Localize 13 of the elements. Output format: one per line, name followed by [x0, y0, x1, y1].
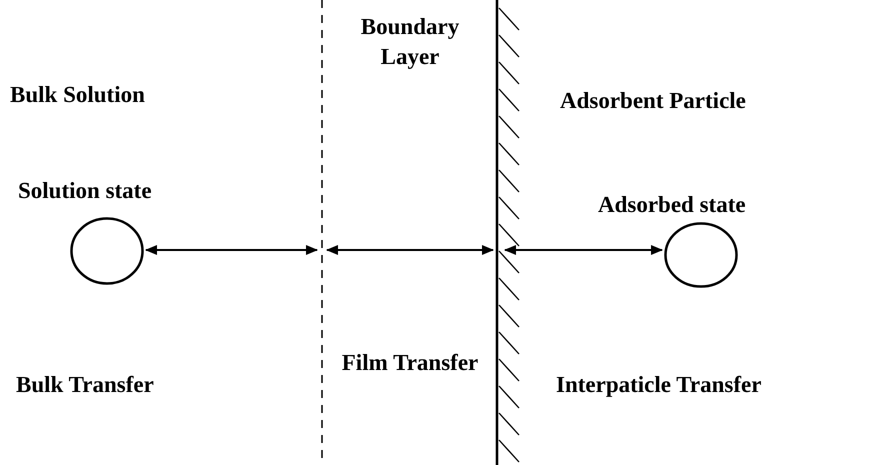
- region-label: Film Transfer: [340, 349, 480, 377]
- region-label: Boundary Layer: [360, 13, 460, 71]
- double-arrow: [145, 245, 318, 255]
- state-label: Solution state: [18, 177, 152, 205]
- double-arrow: [326, 245, 494, 255]
- region-label: Bulk Solution: [10, 81, 146, 109]
- double-arrow: [504, 245, 663, 255]
- region-label: Bulk Transfer: [16, 371, 155, 399]
- region-label: Interpaticle Transfer: [556, 371, 762, 399]
- circle-symbol: [664, 222, 738, 288]
- circle-symbol: [70, 217, 144, 285]
- region-label: Adsorbent Particle: [560, 87, 747, 115]
- state-label: Adsorbed state: [598, 191, 746, 219]
